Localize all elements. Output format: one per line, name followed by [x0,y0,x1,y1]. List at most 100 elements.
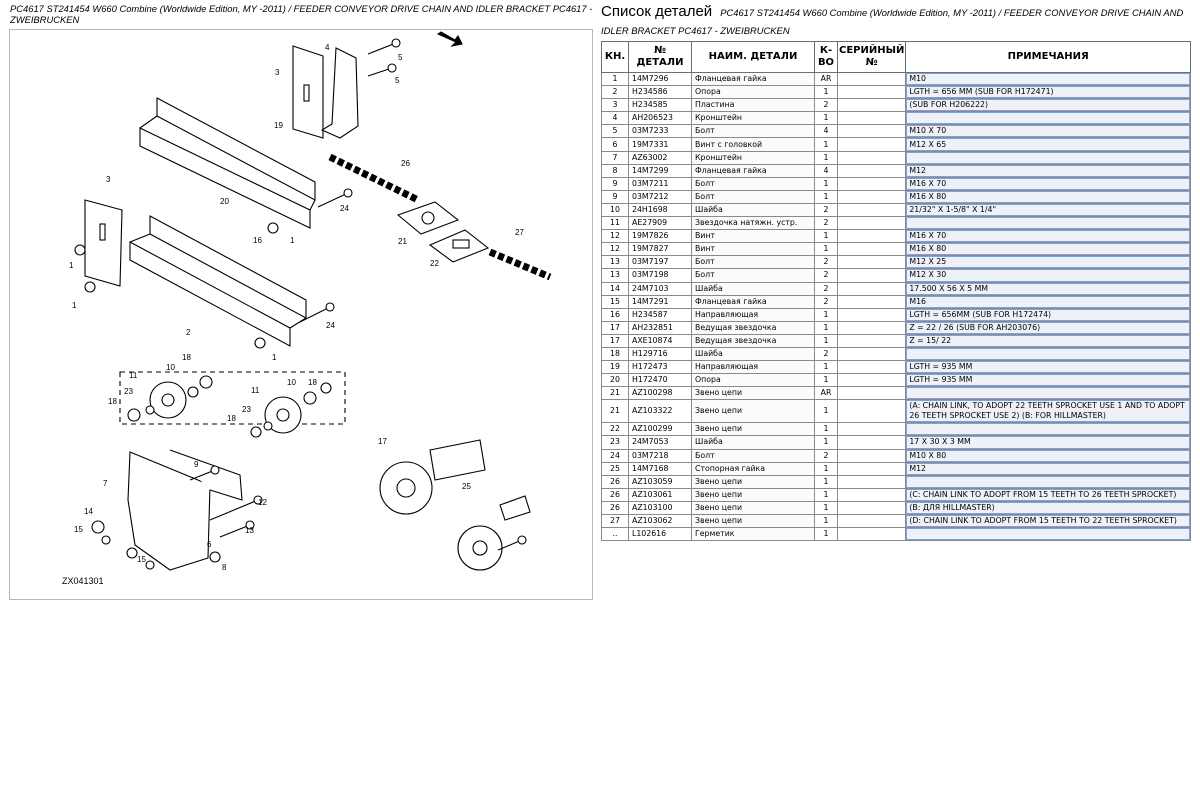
cell-kn: 15 [601,294,629,309]
callout-3b: 3 [106,175,111,184]
cell-qty: 1 [814,189,838,204]
cell-qty: 1 [814,85,838,100]
cell-part[interactable]: L102616 [628,527,692,542]
cell-kn: 9 [601,176,629,191]
cell-serial [836,268,907,283]
cell-part[interactable]: 14M7296 [628,71,692,87]
cell-part[interactable]: 19M7827 [628,242,692,257]
cell-name: Звено цепи [691,386,815,401]
cell-part[interactable]: 24M7053 [628,435,692,450]
cell-note: (SUB FOR H206222) [905,98,1191,113]
cell-note [905,111,1191,126]
cell-qty: 1 [814,137,838,152]
cell-serial [836,124,907,139]
cell-name: Шайба [691,281,815,296]
exploded-diagram: 4 5 5 3 19 26 20 3 24 1 27 21 16 1 22 1 … [9,29,593,600]
cell-part[interactable]: H172473 [628,360,692,375]
cell-part[interactable]: H234587 [628,307,692,322]
cell-part[interactable]: 24M7103 [628,281,692,296]
cell-serial [836,487,907,502]
cell-serial [836,435,907,450]
cell-qty: 2 [814,202,838,218]
cell-part[interactable]: H234585 [628,98,692,113]
cell-part[interactable]: AZ103100 [628,500,692,516]
cell-part[interactable]: 03M7197 [628,255,692,270]
callout-4: 4 [325,43,330,52]
cell-part[interactable]: 14M7291 [628,294,692,309]
cell-serial [836,474,907,489]
cell-kn: 21 [601,399,629,424]
cell-qty: 2 [814,448,838,463]
cell-part[interactable]: AH232851 [628,320,692,335]
callout-25: 25 [462,482,471,491]
cell-part[interactable]: AXE10874 [628,333,692,348]
cell-part[interactable]: 14M7168 [628,461,692,476]
cell-kn: 24 [601,448,629,463]
callout-21: 21 [398,237,407,246]
cell-part[interactable]: AZ63002 [628,150,692,165]
cell-name: Кронштейн [691,150,815,165]
cell-part[interactable]: 19M7826 [628,229,692,244]
cell-part[interactable]: H172470 [628,373,692,388]
cell-part[interactable]: AH206523 [628,111,692,126]
cell-part[interactable]: 24H1698 [628,202,692,218]
cell-qty: 1 [814,307,838,322]
cell-name: Болт [691,268,815,283]
cell-name: Фланцевая гайка [691,163,815,178]
callout-5b: 5 [395,76,400,85]
cell-part[interactable]: AZ103322 [628,399,692,424]
cell-part[interactable]: AZ103061 [628,487,692,502]
cell-kn: 11 [601,216,629,231]
cell-note: M12 X 30 [905,268,1191,283]
cell-part[interactable]: H129716 [628,346,692,362]
cell-kn: 6 [601,137,629,152]
cell-part[interactable]: 03M7198 [628,268,692,283]
cell-name: Звездочка натяжн. устр. [691,216,815,231]
cell-kn: 12 [601,242,629,257]
callout-11b: 11 [251,386,260,395]
cell-part[interactable]: 03M7211 [628,176,692,191]
cell-note: M16 [905,294,1191,309]
cell-part[interactable]: 14M7299 [628,163,692,178]
cell-note: Z = 22 / 26 (SUB FOR AH203076) [905,320,1191,335]
cell-part[interactable]: 03M7233 [628,124,692,139]
callout-10b: 10 [287,378,296,387]
cell-qty: 2 [814,268,838,283]
cell-name: Болт [691,189,815,204]
cell-part[interactable]: 03M7218 [628,448,692,463]
callout-18c: 18 [308,378,317,387]
cell-part[interactable]: AZ103059 [628,474,692,489]
callout-1: 1 [290,236,295,245]
col-kn: КН. [601,41,629,73]
cell-note: 17 X 30 X 3 MM [905,435,1191,450]
cell-part[interactable]: AE27909 [628,216,692,231]
cell-note: M16 X 70 [905,176,1191,191]
cell-kn: 13 [601,255,629,270]
cell-part[interactable]: H234586 [628,85,692,100]
cell-part[interactable]: AZ100299 [628,422,692,437]
cell-part[interactable]: 19M7331 [628,137,692,152]
cell-part[interactable]: AZ103062 [628,513,692,529]
cell-name: Ведущая звездочка [691,333,815,348]
cell-name: Стопорная гайка [691,461,815,476]
cell-qty: 1 [814,242,838,257]
callout-11: 11 [129,371,138,380]
cell-qty: 1 [814,435,838,450]
cell-note: LGTH = 935 MM [905,360,1191,375]
cell-name: Опора [691,85,815,100]
cell-qty: 2 [814,281,838,296]
diagram-drawing: 4 5 5 3 19 26 20 3 24 1 27 21 16 1 22 1 … [62,31,552,586]
cell-name: Кронштейн [691,111,815,126]
cell-note: M12 [905,163,1191,178]
callout-19: 19 [274,121,283,130]
cell-part[interactable]: 03M7212 [628,189,692,204]
cell-part[interactable]: AZ100298 [628,386,692,401]
cell-kn: 7 [601,150,629,165]
cell-name: Опора [691,373,815,388]
